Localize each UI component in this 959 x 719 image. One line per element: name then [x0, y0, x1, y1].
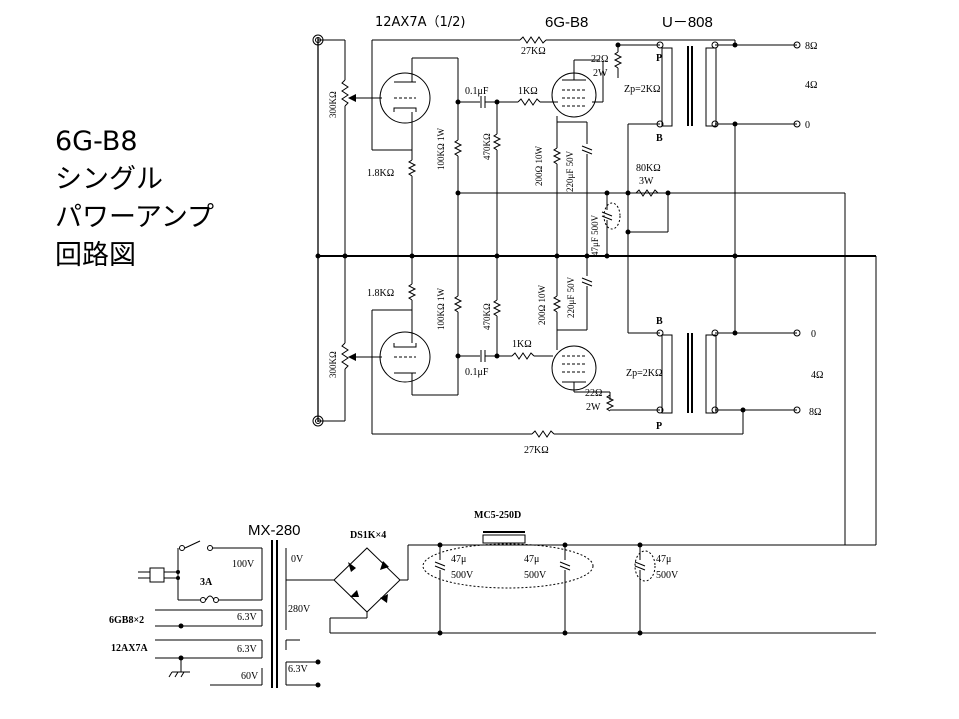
cap2-value: 47μ — [524, 554, 539, 565]
heater2-label: 6.3V — [237, 644, 258, 655]
tap-4-top: 4Ω — [805, 80, 817, 91]
plate-resistor-bottom-label: 22Ω — [585, 388, 602, 399]
heater-6gb8-label: 6GB8×2 — [109, 615, 144, 626]
rectifier-label: DS1K×4 — [350, 530, 386, 541]
plate-load-top-label: 100KΩ 1W — [436, 128, 446, 170]
primary-voltage-label: 100V — [232, 559, 255, 570]
heater3-label: 6.3V — [288, 664, 309, 675]
speaker-terminal-8-bottom[interactable] — [793, 406, 801, 414]
zp-label-top: Zp=2KΩ — [624, 84, 660, 95]
cathode-resistor-200-bottom-label: 200Ω 10W — [537, 285, 547, 325]
plate-resistor-bottom-watt: 2W — [586, 402, 601, 413]
cap1-value: 47μ — [451, 554, 466, 565]
tube-label-6gb8: 6G-B8 — [545, 14, 588, 31]
cap3-voltage: 500V — [656, 570, 679, 581]
speaker-terminal-0-bottom[interactable] — [793, 329, 801, 337]
coupling-cap-top-label: 0.1μF — [465, 86, 489, 97]
cap2-voltage: 500V — [524, 570, 547, 581]
fuse-icon — [200, 597, 206, 603]
cathode-resistor-top-label: 1.8KΩ — [367, 168, 394, 179]
choke-label: MC5-250D — [474, 510, 521, 521]
grid-resistor-top-label: 1KΩ — [518, 86, 538, 97]
feedback-resistor-bottom-label: 27KΩ — [524, 445, 549, 456]
sec-280v-label: 280V — [288, 604, 311, 615]
feedback-resistor-top-label: 27KΩ — [521, 46, 546, 57]
tube-12ax7-bottom — [379, 331, 431, 383]
plate-resistor-top-label: 22Ω — [591, 54, 608, 65]
primary-b-bottom: B — [656, 316, 663, 327]
tap-4-bottom: 4Ω — [811, 370, 823, 381]
speaker-terminal-8-top[interactable] — [793, 41, 801, 49]
tube-label-12ax7: 12AX7A（1/2) — [375, 15, 466, 30]
vr-label-bottom: 300KΩ — [328, 351, 338, 378]
grid-leak-top-label: 470KΩ — [482, 133, 492, 160]
output-transformer-label: U－808 — [662, 14, 713, 31]
coupling-cap-bottom-label: 0.1μF — [465, 367, 489, 378]
primary-p-bottom: P — [656, 421, 662, 432]
ac-plug-icon — [149, 567, 165, 583]
plate-load-bottom-label: 100KΩ 1W — [436, 288, 446, 330]
choke-icon — [482, 534, 526, 544]
heater-12ax7-label: 12AX7A — [111, 643, 148, 654]
bridge-rectifier-icon — [333, 547, 401, 613]
tap-0-top: 0 — [805, 120, 810, 131]
title-line-3: パワーアンプ — [55, 202, 215, 233]
title-line-2: シングル — [55, 164, 163, 195]
cathode-resistor-200-top-label: 200Ω 10W — [534, 146, 544, 186]
heater1-label: 6.3V — [237, 612, 258, 623]
cathode-resistor-bottom-label: 1.8KΩ — [367, 288, 394, 299]
speaker-terminal-0-top[interactable] — [793, 120, 801, 128]
tap-0-bottom: 0 — [811, 329, 816, 340]
cap1-voltage: 500V — [451, 570, 474, 581]
tap-8-bottom: 8Ω — [809, 407, 821, 418]
power-transformer-label: MX-280 — [248, 522, 301, 539]
cap3-value: 47μ — [656, 554, 671, 565]
dropping-resistor-watt: 3W — [639, 176, 654, 187]
plate-resistor-top-watt: 2W — [593, 68, 608, 79]
grid-leak-bottom-label: 470KΩ — [482, 303, 492, 330]
fuse-label: 3A — [200, 577, 213, 588]
sec-0v-label: 0V — [291, 554, 304, 565]
filter-cap-label: 47μF 500V — [590, 214, 600, 256]
cathode-cap-bottom-label: 220μF 50V — [566, 276, 576, 318]
grid-resistor-bottom-label: 1KΩ — [512, 339, 532, 350]
dropping-resistor-label: 80KΩ — [636, 163, 661, 174]
cathode-cap-top-label: 220μF 50V — [565, 150, 575, 192]
tube-12ax7-top — [379, 72, 431, 124]
vr-label-top: 300KΩ — [328, 91, 338, 118]
title-line-4: 回路図 — [55, 240, 136, 271]
tap-60v-label: 60V — [241, 671, 259, 682]
primary-b-top: B — [656, 133, 663, 144]
tap-8-top: 8Ω — [805, 41, 817, 52]
primary-p-top: P — [656, 53, 662, 64]
power-switch-contact[interactable] — [179, 545, 185, 551]
title-line-1: 6G-B8 — [55, 126, 138, 157]
zp-label-bottom: Zp=2KΩ — [626, 368, 662, 379]
